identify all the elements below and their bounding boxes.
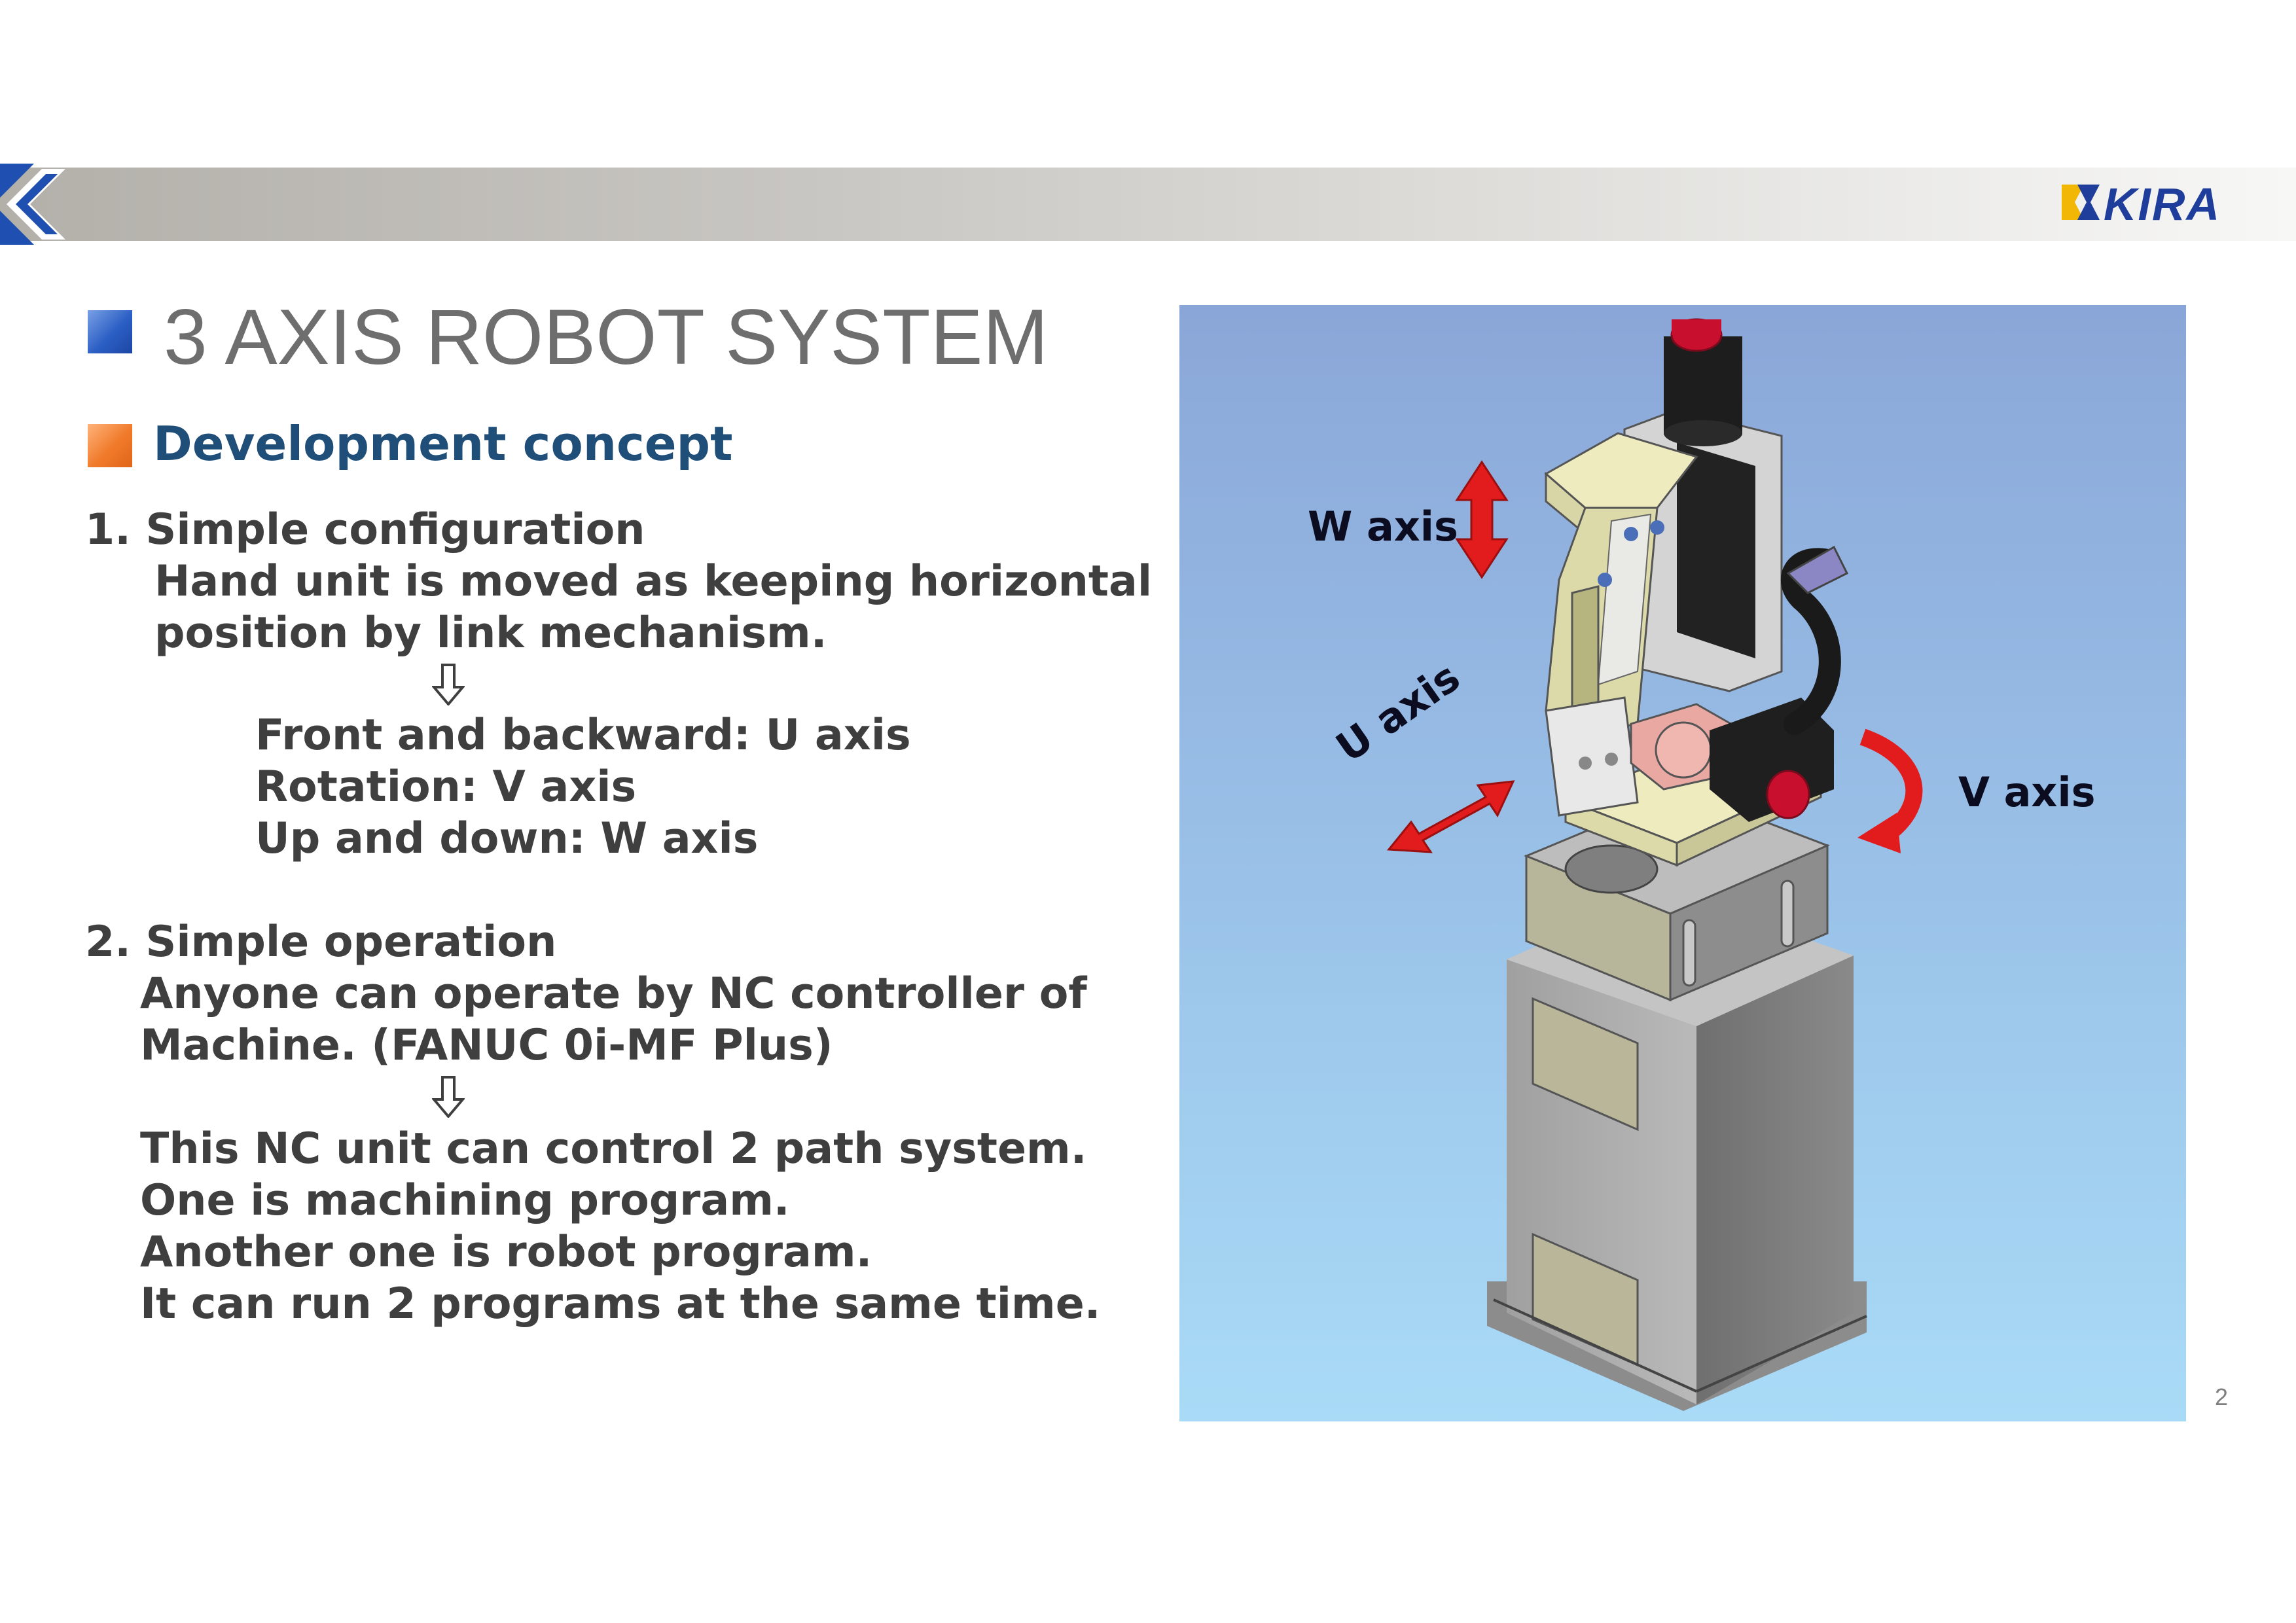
page-title: 3 AXIS ROBOT SYSTEM: [164, 293, 1049, 381]
title-bullet-square: [88, 310, 132, 353]
section-2-line: Anyone can operate by NC controller of: [140, 969, 1087, 1018]
cable-chain: [1780, 548, 1841, 735]
down-arrow-icon: [432, 664, 465, 705]
section-2-subline: One is machining program.: [140, 1176, 790, 1225]
section-2-subline: This NC unit can control 2 path system.: [140, 1124, 1087, 1173]
robot-illustration: [1179, 305, 2186, 1421]
section-1-line: position by link mechanism.: [154, 609, 827, 658]
w-axis-arrow: [1455, 460, 1509, 579]
section-2-subline: Another one is robot program.: [140, 1228, 872, 1277]
subheading: Development concept: [153, 416, 733, 471]
section-2-subline: It can run 2 programs at the same time.: [140, 1279, 1101, 1329]
subheading-bullet-square: [88, 424, 132, 467]
kira-logo: KIRA: [2062, 179, 2258, 230]
section-1-line: Hand unit is moved as keeping horizontal: [154, 557, 1153, 606]
robot-link-arm: [1544, 432, 1698, 817]
robot-figure: W axis U axis V axis: [1179, 305, 2186, 1421]
section-1-heading: 1. Simple configuration: [85, 505, 645, 554]
section-1-subline: Front and backward: U axis: [255, 711, 911, 760]
section-1-subline: Up and down: W axis: [255, 814, 759, 863]
v-axis-label: V axis: [1958, 768, 2096, 816]
u-axis-arrow: [1387, 780, 1515, 853]
section-2-heading: 2. Simple operation: [85, 918, 557, 967]
header-bar: [0, 168, 2296, 241]
kira-logo-icon: [2062, 185, 2100, 220]
page-number: 2: [2215, 1383, 2229, 1410]
v-axis-arrow: [1857, 728, 1923, 853]
down-arrow-icon: [432, 1076, 465, 1118]
cable-chain-bracket: [1786, 545, 1849, 594]
back-chevron-icon[interactable]: [0, 164, 85, 245]
section-1-subline: Rotation: V axis: [255, 762, 637, 812]
section-2-line: Machine. (FANUC 0i-MF Plus): [140, 1021, 833, 1070]
w-axis-label: W axis: [1308, 503, 1458, 550]
logo-text: KIRA: [2104, 179, 2221, 230]
